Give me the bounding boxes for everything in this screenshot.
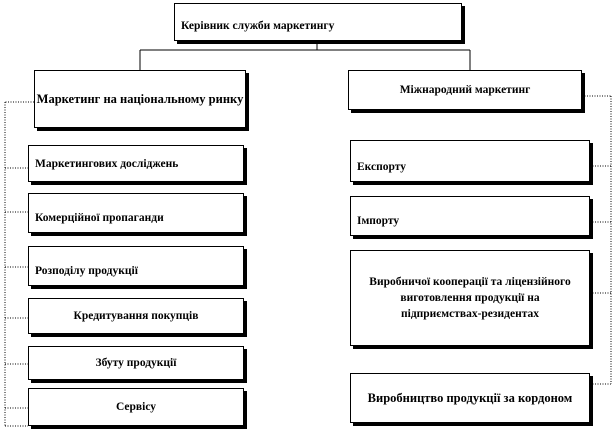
left-item-service: Сервісу (28, 388, 244, 426)
left-item-label: Комерційної пропаганди (35, 212, 164, 224)
left-item-label: Збуту продукції (95, 357, 177, 369)
international-marketing-box: Міжнародний маркетинг (348, 70, 582, 110)
right-item-label: Виробництво продукції за кордоном (367, 391, 573, 405)
right-item-import: Імпорту (350, 196, 590, 236)
root-label: Керівник служби маркетингу (181, 20, 335, 32)
left-item-label: Кредитування покупців (73, 310, 199, 322)
root-box: Керівник служби маркетингу (174, 3, 462, 41)
right-item-production-abroad: Виробництво продукції за кордоном (350, 373, 590, 423)
left-item-label: Маркетингових досліджень (35, 157, 179, 170)
left-item-distribution: Розподілу продукції (28, 246, 244, 286)
national-marketing-label: Маркетинг на національному ринку (36, 92, 244, 106)
right-item-export: Експорту (350, 140, 590, 182)
international-marketing-label: Міжнародний маркетинг (399, 84, 531, 96)
right-item-label: Виробничої кооперації та ліцензійного ви… (369, 276, 571, 320)
right-item-label: Імпорту (357, 215, 400, 227)
right-item-cooperation: Виробничої кооперації та ліцензійного ви… (350, 250, 590, 346)
left-item-label: Розподілу продукції (35, 265, 138, 277)
right-item-label: Експорту (357, 161, 406, 173)
left-item-sales: Збуту продукції (28, 346, 244, 380)
left-item-propaganda: Комерційної пропаганди (28, 193, 244, 233)
left-item-research: Маркетингових досліджень (28, 145, 244, 182)
left-item-label: Сервісу (115, 401, 157, 413)
national-marketing-box: Маркетинг на національному ринку (34, 70, 246, 128)
left-item-crediting: Кредитування покупців (28, 298, 244, 334)
